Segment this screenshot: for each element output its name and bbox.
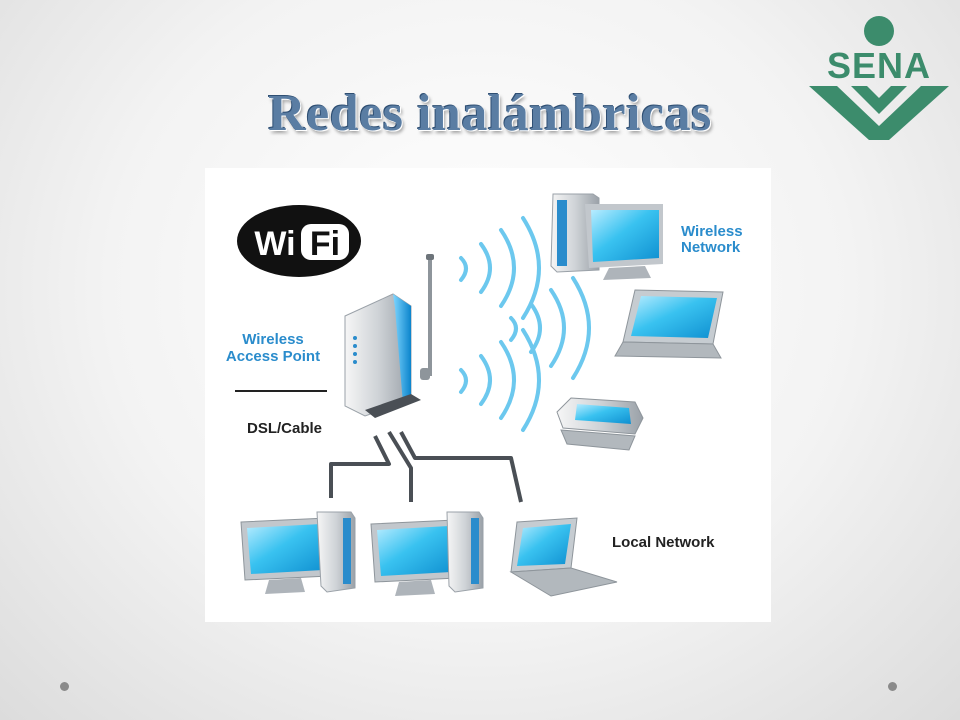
logo-head-icon — [864, 16, 894, 46]
logo-chevron-inner-icon — [851, 86, 907, 114]
sena-logo: SENA — [809, 16, 949, 140]
wireless-desktop-computer-icon — [550, 193, 663, 280]
local-desktop-computer-icon — [240, 511, 356, 594]
wifi-logo-left-text: Wi — [254, 225, 295, 263]
logo-chevron-outer-icon — [809, 86, 949, 140]
wireless-laptop-icon — [614, 289, 724, 359]
slide-dot-right — [888, 682, 897, 691]
slide-dot-left — [60, 682, 69, 691]
access-point-label-line1: Wireless — [242, 331, 304, 348]
wireless-network-label-line1: Wireless — [681, 223, 743, 240]
wifi-logo-icon: Wi Fi — [237, 205, 361, 277]
dsl-label: DSL/Cable — [247, 420, 322, 437]
slide-title: Redes inalámbricas — [268, 85, 712, 142]
local-desktop-computer-icon — [370, 511, 484, 596]
wireless-router-icon — [344, 254, 434, 418]
wireless-network-label-line2: Network — [681, 239, 741, 256]
network-diagram: Wi Fi Wireless Access Point DSL/Cable — [205, 168, 771, 622]
local-network-label: Local Network — [612, 534, 715, 551]
access-point-label-line2: Access Point — [226, 348, 320, 365]
wired-connections — [329, 430, 523, 503]
wifi-signal-waves-icon — [459, 216, 591, 432]
logo-text: SENA — [827, 45, 931, 86]
wifi-logo-right-text: Fi — [310, 225, 340, 263]
local-laptop-icon — [509, 517, 618, 597]
mobile-device-icon — [556, 397, 644, 451]
